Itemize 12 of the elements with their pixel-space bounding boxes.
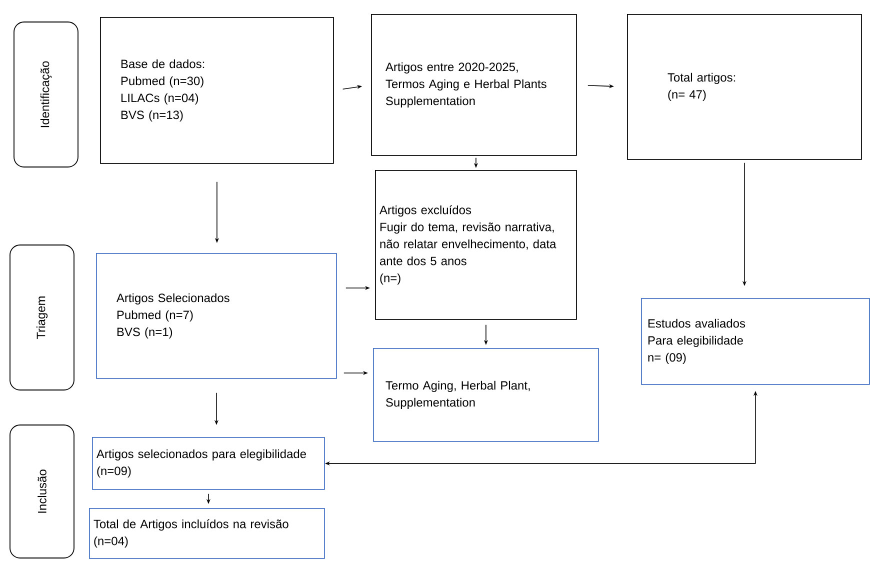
process-box: Artigos entre 2020-2025, Termos Aging e Herbal Plants Supplementation bbox=[371, 14, 577, 156]
process-box: Total de Artigos incluídos na revisão (n=04) bbox=[89, 508, 325, 559]
stage-label: Inclusão bbox=[10, 424, 74, 558]
process-box: Artigos Selecionados Pubmed (n=7) BVS (n=1) bbox=[96, 253, 337, 379]
process-box: Base de dados: Pubmed (n=30) LILACs (n=04) BVS (n=13) bbox=[100, 17, 334, 164]
process-box: Artigos selecionados para elegibilidade (n=09) bbox=[92, 437, 325, 490]
process-box: Termo Aging, Herbal Plant, Supplementation bbox=[373, 348, 599, 442]
process-box: Estudos avaliados Para elegibilidade n= (09) bbox=[641, 298, 870, 385]
stage-label: Identificação bbox=[14, 22, 78, 168]
process-box: Artigos excluídos Fugir do tema, revisão narrativa, não relatar envelhecimento, data ante dos 5 anos (n=) bbox=[375, 170, 577, 320]
stage-label: Triagem bbox=[10, 244, 74, 390]
process-box: Total artigos: (n= 47) bbox=[627, 14, 862, 160]
